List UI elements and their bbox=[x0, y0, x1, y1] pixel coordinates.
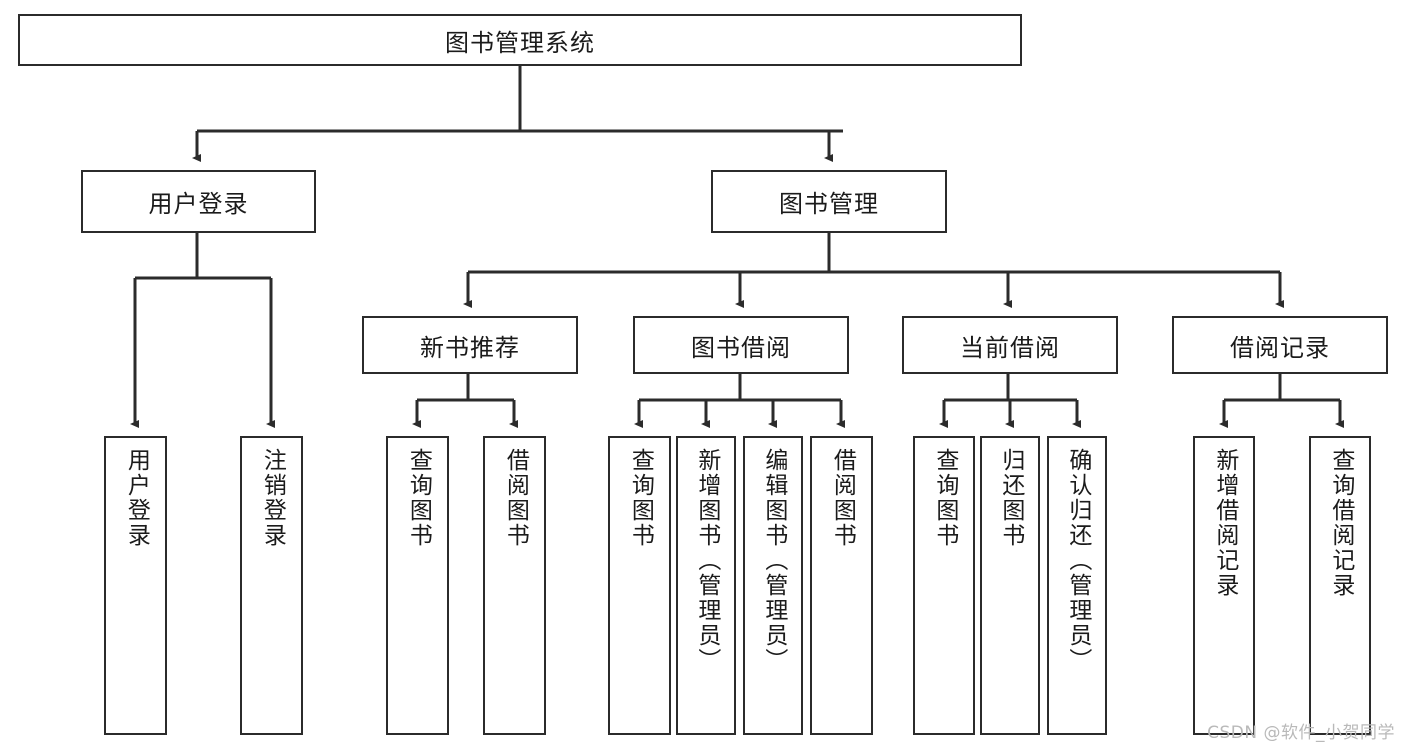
node-leaf-return-book-label: 归还图书 bbox=[997, 448, 1024, 548]
node-leaf-add-record-label: 新增借阅记录 bbox=[1211, 448, 1238, 598]
node-leaf-return-book[interactable]: 归还图书 bbox=[980, 436, 1040, 735]
node-leaf-query-book-3-label: 查询图书 bbox=[931, 448, 958, 548]
node-leaf-add-record[interactable]: 新增借阅记录 bbox=[1193, 436, 1255, 735]
node-root[interactable]: 图书管理系统 bbox=[18, 14, 1022, 66]
node-book-management-label: 图书管理 bbox=[779, 190, 879, 218]
node-leaf-confirm-return-label: 确认归还（管理员） bbox=[1064, 448, 1091, 673]
node-leaf-user-login-label: 用户登录 bbox=[123, 448, 150, 548]
node-current-borrow-label: 当前借阅 bbox=[960, 333, 1060, 362]
node-leaf-add-book[interactable]: 新增图书（管理员） bbox=[676, 436, 736, 735]
node-leaf-query-book-1[interactable]: 查询图书 bbox=[386, 436, 449, 735]
node-leaf-query-record[interactable]: 查询借阅记录 bbox=[1309, 436, 1371, 735]
node-leaf-edit-book-label: 编辑图书（管理员） bbox=[760, 448, 787, 673]
node-leaf-borrow-book-2[interactable]: 借阅图书 bbox=[810, 436, 873, 735]
node-new-book-recommend-label: 新书推荐 bbox=[420, 333, 520, 362]
node-book-borrow[interactable]: 图书借阅 bbox=[633, 316, 849, 374]
node-new-book-recommend[interactable]: 新书推荐 bbox=[362, 316, 578, 374]
node-leaf-query-book-3[interactable]: 查询图书 bbox=[913, 436, 975, 735]
node-book-management[interactable]: 图书管理 bbox=[711, 170, 947, 233]
node-leaf-query-record-label: 查询借阅记录 bbox=[1327, 448, 1354, 598]
node-leaf-edit-book[interactable]: 编辑图书（管理员） bbox=[743, 436, 803, 735]
node-user-login-label: 用户登录 bbox=[148, 190, 249, 218]
node-leaf-borrow-book-1[interactable]: 借阅图书 bbox=[483, 436, 546, 735]
node-leaf-query-book-1-label: 查询图书 bbox=[405, 448, 432, 548]
node-leaf-borrow-book-2-label: 借阅图书 bbox=[829, 448, 856, 548]
node-book-borrow-label: 图书借阅 bbox=[691, 333, 791, 362]
watermark-text: CSDN @软件_小贺同学 bbox=[1207, 723, 1395, 743]
node-borrow-record-label: 借阅记录 bbox=[1230, 333, 1330, 362]
node-borrow-record[interactable]: 借阅记录 bbox=[1172, 316, 1388, 374]
node-leaf-query-book-2-label: 查询图书 bbox=[627, 448, 654, 548]
node-leaf-query-book-2[interactable]: 查询图书 bbox=[608, 436, 671, 735]
node-current-borrow[interactable]: 当前借阅 bbox=[902, 316, 1118, 374]
node-root-label: 图书管理系统 bbox=[445, 28, 595, 57]
node-leaf-confirm-return[interactable]: 确认归还（管理员） bbox=[1047, 436, 1107, 735]
node-leaf-logout-login[interactable]: 注销登录 bbox=[240, 436, 303, 735]
node-leaf-user-login[interactable]: 用户登录 bbox=[104, 436, 167, 735]
node-leaf-add-book-label: 新增图书（管理员） bbox=[693, 448, 720, 673]
node-user-login[interactable]: 用户登录 bbox=[81, 170, 316, 233]
node-leaf-logout-login-label: 注销登录 bbox=[259, 448, 286, 548]
node-leaf-borrow-book-1-label: 借阅图书 bbox=[502, 448, 529, 548]
